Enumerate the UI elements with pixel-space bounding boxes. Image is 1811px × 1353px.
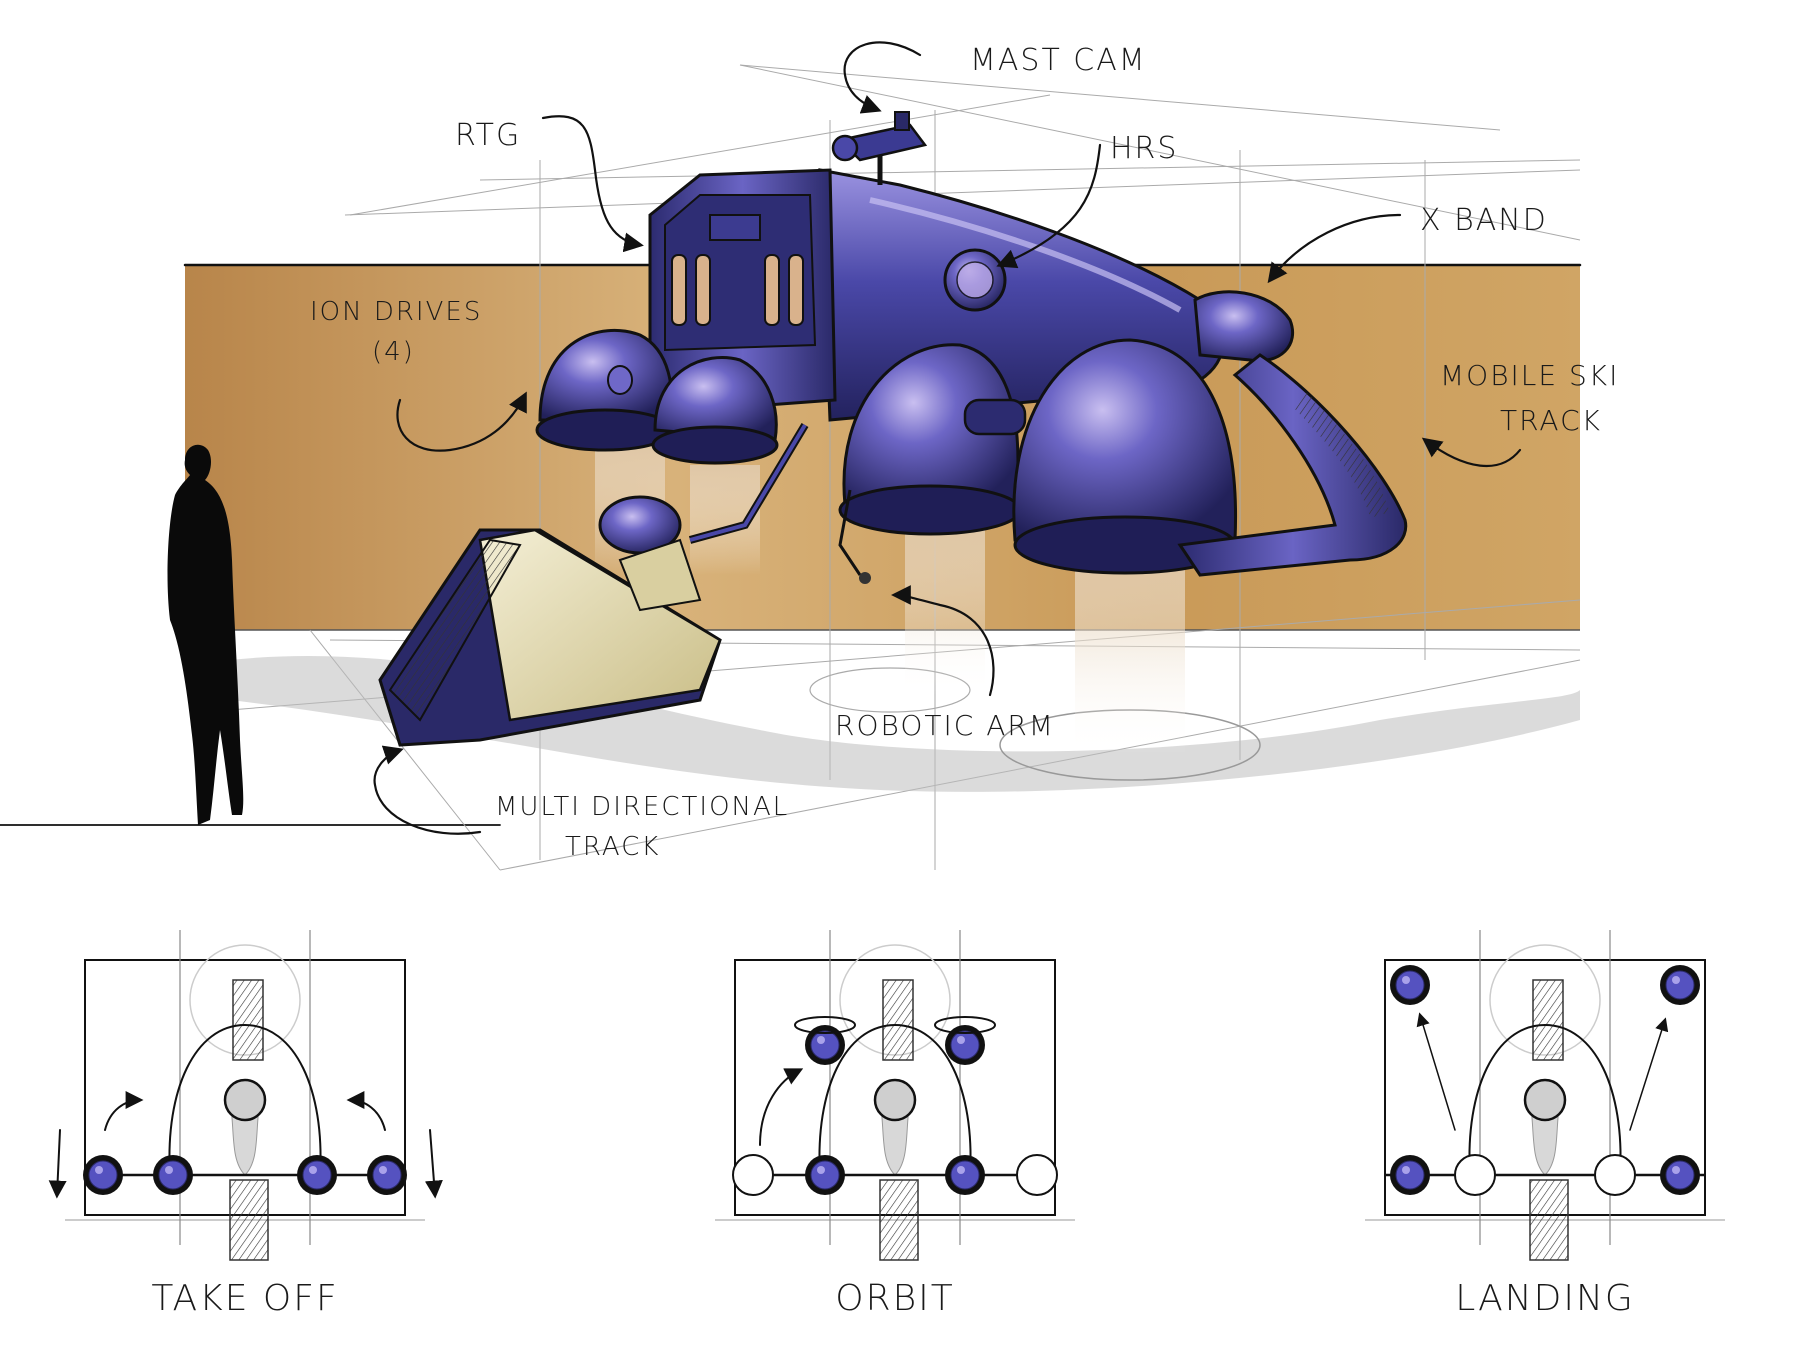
panel-caption-takeoff: TAKE OFF (151, 1278, 338, 1319)
label-hrs: HRS (1110, 131, 1178, 166)
label-multi-directional: MULTI DIRECTIONAL (495, 792, 789, 822)
empty-pod-slot-1 (1454, 1154, 1496, 1196)
mobile-ski-track (1177, 353, 1408, 577)
panel-orbit: ORBIT (715, 930, 1075, 1319)
label-mobile-ski-track: TRACK (1500, 404, 1602, 437)
rtg-fins (671, 214, 804, 326)
label-robotic-arm: ROBOTIC ARM (835, 709, 1055, 742)
label-ion-drives: ION DRIVES (310, 297, 482, 327)
label-rtg: RTG (455, 118, 521, 153)
robotic-arm (688, 422, 871, 584)
panel-landing: LANDING (1365, 930, 1725, 1319)
empty-pod-slot-2 (1016, 1154, 1058, 1196)
multi-directional-track (378, 495, 722, 747)
person-silhouette-icon (167, 444, 244, 825)
panel-caption-landing: LANDING (1455, 1278, 1635, 1319)
main-illustration: MAST CAM RTG HRS X BAND ION DRIVES (4) M… (0, 41, 1619, 871)
annotation-arrows (373, 41, 1522, 835)
empty-pod-slot-1 (732, 1154, 774, 1196)
annotation-labels: MAST CAM RTG HRS X BAND ION DRIVES (4) M… (310, 43, 1619, 862)
label-multi-directional-track: TRACK (565, 832, 660, 862)
mode-panels: TAKE OFF ORBIT LANDING (48, 930, 1725, 1319)
label-ion-drives-count: (4) (372, 337, 415, 367)
label-mobile-ski: MOBILE SKI (1440, 359, 1619, 392)
panel-takeoff: TAKE OFF (48, 930, 443, 1319)
empty-pod-slot-2 (1594, 1154, 1636, 1196)
ion-drive-pods (535, 328, 1238, 575)
label-mast-cam: MAST CAM (970, 43, 1147, 78)
mast-camera (831, 111, 928, 185)
panel-caption-orbit: ORBIT (835, 1278, 955, 1319)
label-x-band: X BAND (1420, 203, 1548, 238)
